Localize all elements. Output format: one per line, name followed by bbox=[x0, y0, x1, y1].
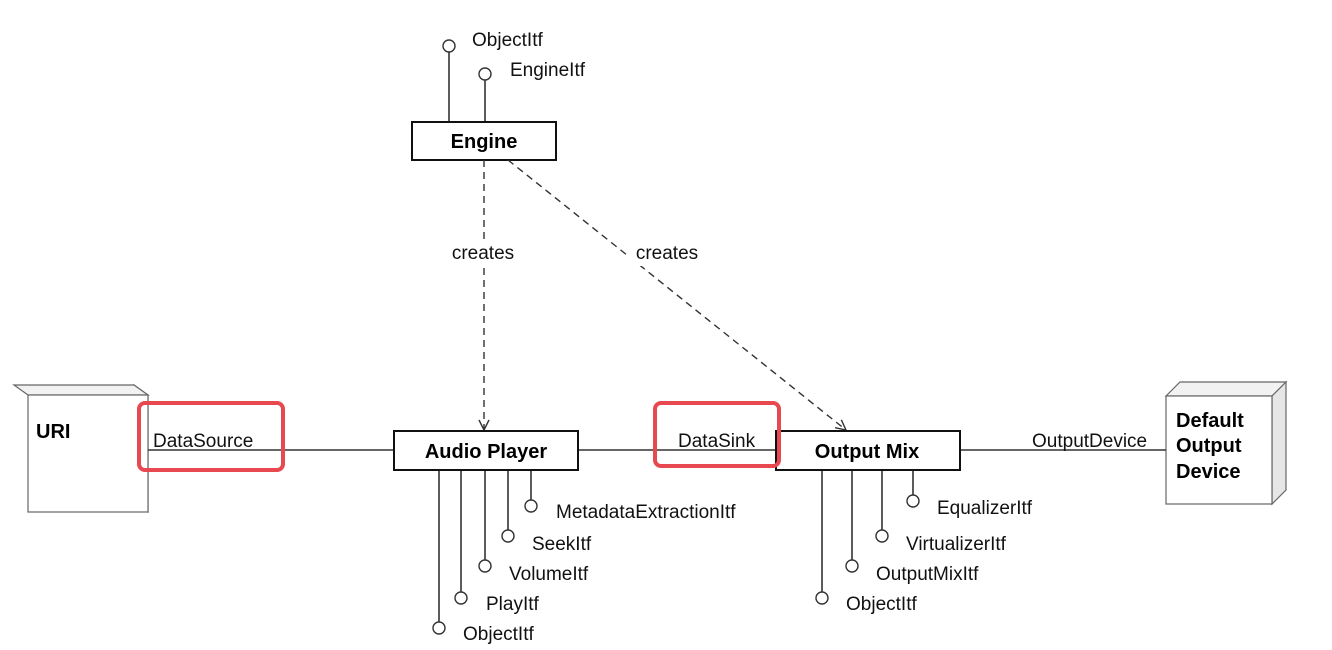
ap-seekitf-lollipop-icon bbox=[501, 529, 515, 543]
device-label-line-2: Output bbox=[1176, 435, 1242, 457]
audio-player-label: Audio Player bbox=[425, 441, 547, 463]
ap-interface-volumeitf: VolumeItf bbox=[509, 564, 589, 585]
datasink-label: DataSink bbox=[678, 431, 756, 452]
ap-interface-objectitf: ObjectItf bbox=[463, 624, 534, 645]
uri-label: URI bbox=[36, 421, 70, 443]
engine-box bbox=[411, 121, 557, 161]
creates-label-bg-1 bbox=[444, 240, 522, 266]
engine-interface-engineitf: EngineItf bbox=[510, 60, 586, 81]
ap-objectitf-lollipop-icon bbox=[432, 621, 446, 635]
datasource-highlight bbox=[137, 401, 285, 472]
audio-player-box bbox=[393, 430, 579, 471]
om-interface-equalizeritf: EqualizerItf bbox=[937, 498, 1033, 519]
creates-label-audio-player: creates bbox=[452, 243, 514, 264]
default-output-device-node: Default Output Device bbox=[1164, 380, 1288, 506]
engine-label: Engine bbox=[451, 131, 518, 153]
output-mix-node: ObjectItf OutputMixItf VirtualizerItf Eq… bbox=[775, 430, 1033, 615]
output-mix-box bbox=[775, 430, 961, 471]
om-interface-objectitf: ObjectItf bbox=[846, 594, 917, 615]
ap-playitf-lollipop-icon bbox=[454, 591, 468, 605]
output-mix-label: Output Mix bbox=[815, 441, 919, 463]
engine-node: ObjectItf EngineItf Engine bbox=[411, 30, 586, 161]
creates-label-output-mix: creates bbox=[636, 243, 698, 264]
creates-label-bg-2 bbox=[628, 240, 706, 266]
uri-node: URI bbox=[12, 383, 150, 514]
audio-player-node: ObjectItf PlayItf VolumeItf SeekItf Meta… bbox=[393, 430, 736, 645]
engine-engineitf-lollipop-icon bbox=[478, 67, 492, 81]
om-outputmixitf-lollipop-icon bbox=[845, 559, 859, 573]
ap-interface-metadataextractionitf: MetadataExtractionItf bbox=[556, 502, 736, 523]
datasource-label: DataSource bbox=[153, 431, 253, 452]
om-interface-outputmixitf: OutputMixItf bbox=[876, 564, 979, 585]
ap-interface-playitf: PlayItf bbox=[486, 594, 540, 615]
datasink-highlight bbox=[653, 401, 781, 468]
engine-objectitf-lollipop-icon bbox=[442, 39, 456, 53]
ap-volumeitf-lollipop-icon bbox=[478, 559, 492, 573]
ap-metadataitf-lollipop-icon bbox=[524, 499, 538, 513]
om-objectitf-lollipop-icon bbox=[815, 591, 829, 605]
creates-arrow-output-mix bbox=[507, 159, 846, 430]
engine-interface-objectitf: ObjectItf bbox=[472, 30, 543, 51]
device-label-line-1: Default bbox=[1176, 410, 1244, 432]
outputdevice-label: OutputDevice bbox=[1032, 431, 1147, 452]
om-interface-virtualizeritf: VirtualizerItf bbox=[906, 534, 1007, 555]
om-equalizeritf-lollipop-icon bbox=[906, 494, 920, 508]
om-virtualizeritf-lollipop-icon bbox=[875, 529, 889, 543]
device-label-line-3: Device bbox=[1176, 461, 1241, 483]
ap-interface-seekitf: SeekItf bbox=[532, 534, 592, 555]
